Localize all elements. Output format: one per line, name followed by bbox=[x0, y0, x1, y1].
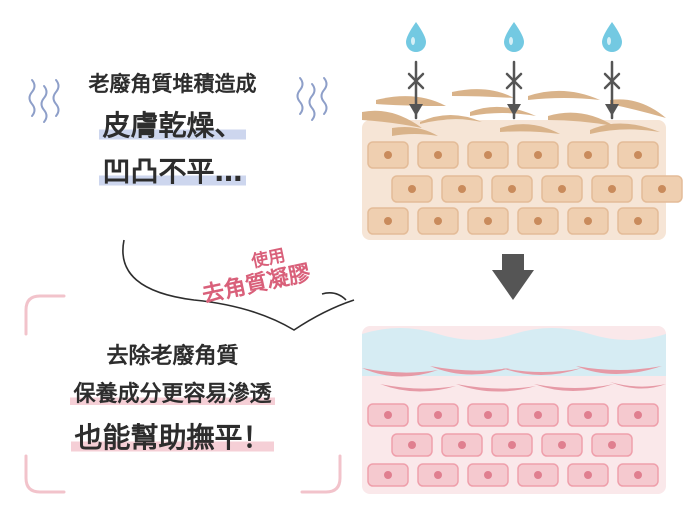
cell-nucleus bbox=[384, 151, 392, 159]
cell-nucleus bbox=[608, 441, 616, 449]
cell-nucleus bbox=[634, 471, 642, 479]
cell-nucleus bbox=[584, 411, 592, 419]
cell-nucleus bbox=[458, 185, 466, 193]
bottom-text-line2: 保養成分更容易滲透 bbox=[0, 376, 345, 408]
cell-nucleus bbox=[384, 217, 392, 225]
water-drop-icon bbox=[406, 22, 426, 52]
cell-nucleus bbox=[458, 441, 466, 449]
cell-nucleus bbox=[508, 185, 516, 193]
top-text-line1: 老廢角質堆積造成 bbox=[88, 72, 257, 96]
text-frame bbox=[24, 294, 342, 494]
callout-line bbox=[122, 239, 355, 331]
cell-nucleus bbox=[484, 151, 492, 159]
blocked-x-icon bbox=[603, 72, 621, 90]
bottom-text-line3: 也能幫助撫平！ bbox=[0, 416, 345, 456]
water-drop-icon bbox=[504, 22, 524, 52]
dead-skin-flakes bbox=[362, 89, 666, 136]
cell-nucleus bbox=[408, 441, 416, 449]
callout-line-tail bbox=[321, 292, 347, 301]
cell-nucleus bbox=[534, 411, 542, 419]
top-text-line3: 凹凸不平… bbox=[0, 150, 345, 190]
skin-cells-pink bbox=[367, 403, 659, 487]
pink-scales bbox=[362, 366, 666, 392]
cell-nucleus bbox=[558, 441, 566, 449]
cell-nucleus bbox=[584, 471, 592, 479]
healthy-skin-illustration bbox=[362, 326, 666, 494]
wavy-lines-right bbox=[296, 77, 328, 121]
cell-nucleus bbox=[634, 217, 642, 225]
cell-nucleus bbox=[658, 185, 666, 193]
skin-cells-beige bbox=[367, 141, 683, 235]
cell-nucleus bbox=[584, 217, 592, 225]
cell-nucleus bbox=[534, 471, 542, 479]
blocked-x-icon bbox=[505, 72, 523, 90]
cell-nucleus bbox=[534, 151, 542, 159]
arrow-heads bbox=[409, 104, 619, 116]
top-text-line2: 皮膚乾燥、 bbox=[0, 104, 345, 144]
down-arrow-icon bbox=[492, 254, 534, 300]
cell-nucleus bbox=[508, 441, 516, 449]
water-drops bbox=[406, 22, 622, 52]
cell-nucleus bbox=[434, 151, 442, 159]
dry-skin-illustration bbox=[362, 22, 683, 240]
cell-nucleus bbox=[484, 411, 492, 419]
cell-nucleus bbox=[434, 471, 442, 479]
cell-nucleus bbox=[634, 411, 642, 419]
wavy-lines-left bbox=[28, 79, 60, 123]
cell-nucleus bbox=[584, 151, 592, 159]
cell-nucleus bbox=[534, 217, 542, 225]
cell-nucleus bbox=[484, 471, 492, 479]
cell-nucleus bbox=[384, 471, 392, 479]
blocked-x-icon bbox=[407, 72, 425, 90]
cell-nucleus bbox=[434, 411, 442, 419]
cell-nucleus bbox=[484, 217, 492, 225]
cell-nucleus bbox=[608, 185, 616, 193]
cell-nucleus bbox=[384, 411, 392, 419]
cell-nucleus bbox=[434, 217, 442, 225]
moisture-layer bbox=[362, 328, 666, 376]
cell-nucleus bbox=[634, 151, 642, 159]
water-drop-icon bbox=[602, 22, 622, 52]
cell-nucleus bbox=[408, 185, 416, 193]
cell-nucleus bbox=[558, 185, 566, 193]
bottom-text-line1: 去除老廢角質 bbox=[106, 344, 239, 369]
